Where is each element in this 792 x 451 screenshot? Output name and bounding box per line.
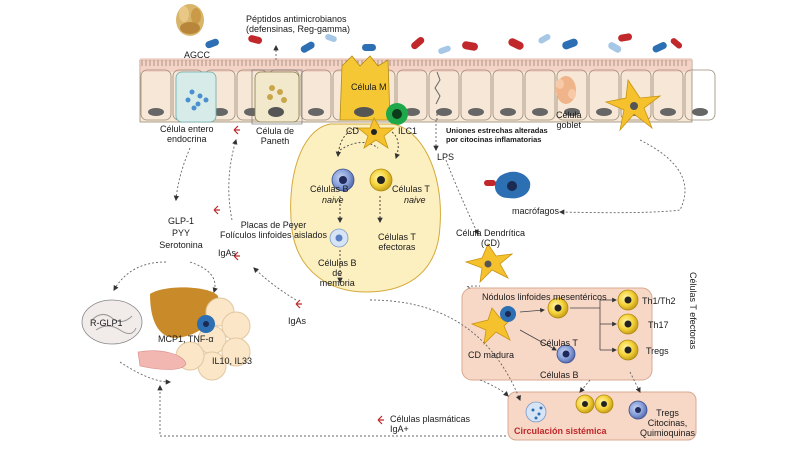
bacteria [205,33,683,55]
epithelial-cell [652,69,684,121]
paneth-label: Célula de Paneth [256,126,295,146]
microvilli [141,60,687,66]
peyer-arrows [335,127,400,284]
systemic-circulation-label: Circulación sistémica [514,426,607,436]
epithelial-cell [300,69,332,121]
naive-b-cell [331,168,355,192]
m-cell-label: Célula M [351,82,387,92]
lps-label: LPS [437,152,455,162]
epithelial-cell [684,69,716,121]
pancreas-icon [137,350,187,370]
r-glp1-label: R-GLP1 [90,318,123,328]
cell-nucleus [148,108,164,116]
mesenteric-nodes-label: Nódulos linfoides mesentéricos [482,292,607,302]
mcp1-label: MCP1, TNF-α [158,334,214,344]
cd-label: CD [346,126,359,136]
enteroendocrine-label: Célula entero endocrina [160,124,214,144]
brain-icon [81,299,143,345]
cell-nucleus [692,108,708,116]
ilc1-cell [386,103,408,125]
glp1-label: GLP-1 [167,216,194,226]
dendritic-cell-label: Célula Dendrítica (CD) [456,228,526,248]
b-cells-label: Células B [310,184,349,194]
circulation-box [507,391,697,441]
plasma-cells-label: Células plasmáticas IgA+ [390,414,471,434]
cell-nucleus [532,108,548,116]
dendritic-cell-peyer [356,117,396,149]
dendritic-cell-epithelium [604,78,662,132]
goblet-cell-label: Célula goblet [556,110,582,130]
epithelial-cell [588,69,620,121]
pyy-label: PYY [171,228,190,238]
epithelial-cell [620,69,652,121]
th17-label: Th17 [648,320,669,330]
igas-label-2: IgAs [288,316,307,326]
cell-nucleus [468,108,484,116]
paneth-cell [251,69,303,125]
il10-label: IL10, IL33 [212,356,253,366]
b-naive-label: naive [322,195,344,205]
damaged-junction [434,71,441,122]
mesenteric-nodes-box [461,287,653,381]
tight-junctions-label: Uniones estrechas alteradas por citocina… [446,126,548,144]
grain-icon [176,4,204,36]
cell-nucleus [500,108,516,116]
antimicrobial-peptides-label: Péptidos antimicrobianos (defensinas, Re… [246,14,351,34]
effector-t-vertical-label: Células T efectoras [688,272,698,350]
memory-b-cell [329,228,349,248]
epithelial-cell [492,69,524,121]
ilc1-label: ILC1 [398,126,418,136]
peyer-patch [290,123,441,293]
cell-nucleus [436,108,452,116]
dendritic-cell-lamina [464,243,514,284]
epithelial-cell [140,69,172,121]
mature-cd-label: CD madura [468,350,515,360]
epithelial-cell [524,69,556,121]
agcc-label: AGCC [184,50,211,60]
t-cells-label: Células T [392,184,430,194]
th1-th2-label: Th1/Th2 [642,296,676,306]
macrophages-label: macrófagos [512,206,560,216]
cell-nucleus [660,108,676,116]
goblet-cell [556,76,576,104]
epithelial-cell [396,69,428,121]
tregs-label: Tregs [646,346,669,356]
serotonin-label: Serotonina [159,240,203,250]
igas-label-1: IgAs [218,248,237,258]
cell-nucleus [308,108,324,116]
epithelial-cell [460,69,492,121]
cell-nucleus [596,108,612,116]
effector-t-label: Células T efectoras [378,232,416,252]
tregs-cytokines-label: Tregs Citocinas, Quimioquinas [640,408,696,438]
nodule-t-cells-label: Células T [540,338,578,348]
naive-t-cell [369,168,393,192]
cell-nucleus [564,108,580,116]
peyer-patches-label: Placas de Peyer Folículos linfoides aisl… [220,220,328,240]
memory-b-label: Células B de memoria [318,258,357,288]
t-naive-label: naive [404,195,426,205]
connecting-arrows [113,44,686,437]
macrophage [484,171,531,199]
nodule-b-cells-label: Células B [540,370,579,380]
enteroendocrine-cell [175,71,217,123]
epithelial-cell [428,69,460,121]
m-cell [339,55,391,121]
iga-molecules [213,125,384,425]
